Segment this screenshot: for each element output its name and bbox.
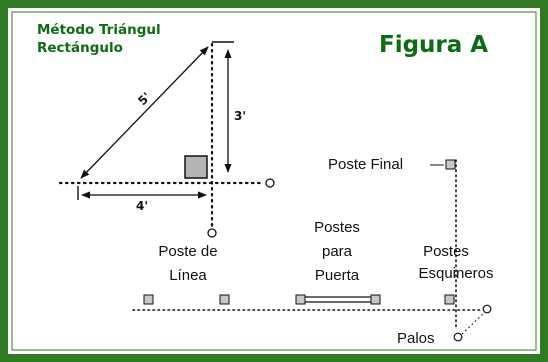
line-post-label-2: Línea [169, 267, 207, 284]
stake-string [461, 311, 486, 335]
method-title-line1: Método Triángul [37, 22, 161, 38]
gate-post-left [295, 294, 306, 305]
corner-post-label-2: Esquineros [418, 265, 493, 282]
figure-inner-frame [11, 11, 537, 351]
hypotenuse-arrow [80, 46, 209, 179]
stakes-label: Palos [397, 330, 435, 347]
corner-post-label-1: Postes [423, 243, 469, 260]
side-4-label: 4' [136, 199, 148, 213]
line-post-label-1: Poste de [158, 243, 217, 260]
figure-title: Figura A [379, 32, 488, 58]
gate-post-label-1: Postes [314, 219, 360, 236]
method-title-line2: Rectángulo [37, 40, 123, 56]
stake-marker-bottom [207, 228, 217, 238]
stake-marker-right [265, 178, 275, 188]
line-post-1 [143, 294, 154, 305]
gate-post-label-2: para [322, 243, 353, 260]
side-3-label: 3' [234, 109, 246, 123]
end-post-label: Poste Final [328, 156, 403, 173]
stake-right [482, 304, 492, 314]
corner-square [184, 155, 208, 179]
end-post [445, 159, 456, 170]
stake-bottom [453, 332, 463, 342]
gate-post-label-3: Puerta [315, 267, 360, 284]
gate-post-right [370, 294, 381, 305]
line-post-2 [219, 294, 230, 305]
corner-post [444, 294, 455, 305]
